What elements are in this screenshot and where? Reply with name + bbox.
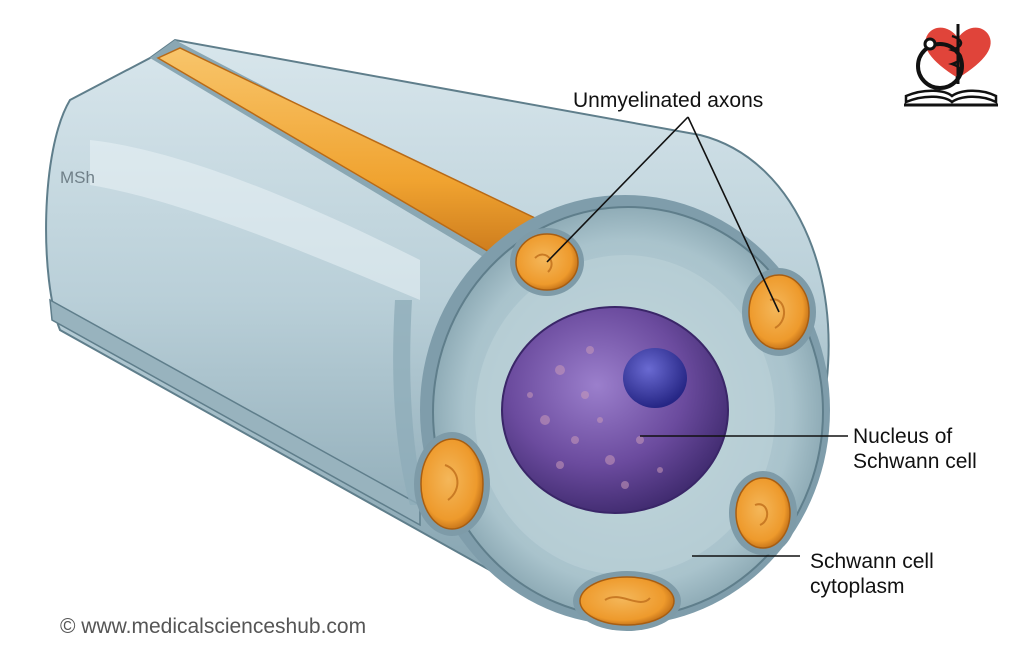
label-cytoplasm-line2: cytoplasm [810,575,905,598]
label-nucleus-line2: Schwann cell [853,450,977,473]
nucleolus [623,348,687,408]
axon-cross-section-3 [414,432,490,536]
label-unmyelinated-axons: Unmyelinated axons [573,88,763,113]
leader-axon-1 [546,116,689,263]
medical-sciences-hub-logo [904,24,998,107]
sheath-side-fold [393,300,425,505]
sheath-lower-fold [49,298,421,527]
watermark: MSh [60,168,95,187]
axon-cross-section-5 [573,571,681,631]
open-book-icon [904,89,998,105]
chromatin-dots [527,346,663,489]
axon-cross-section-4 [729,471,797,555]
nucleus [501,306,729,514]
leader-lines [546,116,848,557]
label-unmyelinated-axons-text: Unmyelinated axons [573,89,764,112]
copyright-notice: © www.medicalscienceshub.com [60,615,367,638]
label-cytoplasm-line1: Schwann cell [810,550,934,573]
sheath-highlight [90,140,420,300]
stethoscope-icon [916,42,964,90]
label-nucleus-line1: Nucleus of [853,425,953,448]
label-nucleus-of-schwann-cell: Nucleus of Schwann cell [853,424,977,474]
leader-axon-2 [687,116,780,313]
label-schwann-cell-cytoplasm: Schwann cell cytoplasm [810,549,934,599]
